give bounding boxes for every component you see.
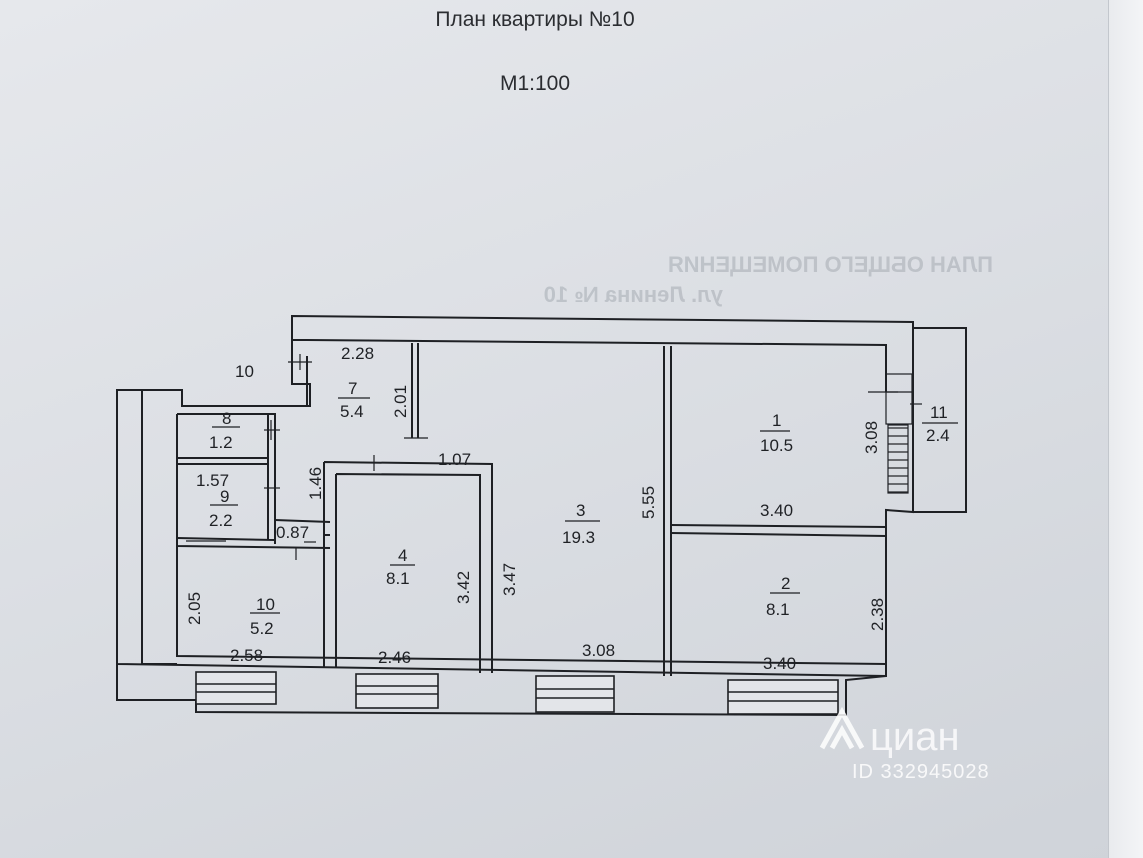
plan-scale: М1:100 bbox=[499, 72, 571, 95]
dim-2-01: 2.01 bbox=[391, 385, 410, 418]
partition-7-right bbox=[411, 343, 419, 438]
dim-1-07: 1.07 bbox=[438, 450, 471, 469]
dim-3-40-top: 3.40 bbox=[760, 501, 793, 520]
room-10-number: 10 bbox=[256, 595, 275, 614]
window-3 bbox=[535, 675, 615, 713]
room-8-number: 8 bbox=[222, 409, 231, 428]
balcony-door-hatch bbox=[887, 424, 909, 494]
partition-3-1 bbox=[663, 346, 672, 676]
outer-wall-outline bbox=[116, 314, 914, 678]
window-4 bbox=[727, 679, 839, 715]
watermark: циан ID 332945028 bbox=[819, 706, 990, 783]
dim-1-57: 1.57 bbox=[196, 471, 229, 490]
dim-0-87: 0.87 bbox=[276, 523, 309, 542]
room-1-number: 1 bbox=[772, 411, 781, 430]
room-11-area: 2.4 bbox=[926, 426, 950, 445]
dimension-ticks bbox=[186, 354, 922, 560]
room-9-area: 2.2 bbox=[209, 511, 233, 530]
room-1-area: 10.5 bbox=[760, 436, 793, 455]
room-2-number: 2 bbox=[781, 574, 790, 593]
room-4-walls bbox=[323, 461, 493, 673]
dim-2-05: 2.05 bbox=[185, 592, 204, 625]
dim-2-38: 2.38 bbox=[868, 598, 887, 631]
room-7-area: 5.4 bbox=[340, 402, 364, 421]
bath-block-walls bbox=[176, 413, 331, 549]
windows bbox=[195, 671, 839, 715]
window-2 bbox=[355, 673, 439, 709]
walls bbox=[116, 314, 967, 717]
dim-1-46: 1.46 bbox=[306, 467, 325, 500]
left-wall bbox=[141, 390, 177, 665]
paper-edge bbox=[1108, 0, 1143, 858]
dim-3-42: 3.42 bbox=[454, 571, 473, 604]
dim-3-08-right: 3.08 bbox=[862, 421, 881, 454]
watermark-id: ID 332945028 bbox=[852, 761, 990, 783]
window-1 bbox=[195, 671, 277, 705]
room-7-number: 7 bbox=[348, 379, 357, 398]
show-through-text: ПЛАН ОБЩЕГО ПОМЕЩЕНИЯ ул. Ленина № 10 bbox=[544, 252, 993, 307]
dim-3-08-bottom: 3.08 bbox=[582, 641, 615, 660]
room-3-number: 3 bbox=[576, 501, 585, 520]
dim-2-28: 2.28 bbox=[341, 344, 374, 363]
show-through-line-2: ул. Ленина № 10 bbox=[544, 282, 723, 307]
room-4-number: 4 bbox=[398, 546, 407, 565]
room-3-area: 19.3 bbox=[562, 528, 595, 547]
dim-3-40-bottom: 3.40 bbox=[763, 654, 796, 673]
room-2-area: 8.1 bbox=[766, 600, 790, 619]
corridor-label: 10 bbox=[235, 362, 254, 381]
partition-0-87 bbox=[274, 519, 331, 536]
room-label-rules bbox=[210, 397, 958, 614]
room-11-number: 11 bbox=[930, 403, 948, 422]
plan-title: План квартиры №10 bbox=[435, 8, 635, 31]
show-through-line-1: ПЛАН ОБЩЕГО ПОМЕЩЕНИЯ bbox=[668, 252, 993, 277]
dim-3-47: 3.47 bbox=[500, 563, 519, 596]
dim-2-46: 2.46 bbox=[378, 648, 411, 667]
cian-logo-icon bbox=[819, 706, 865, 750]
corridor-walls bbox=[291, 339, 308, 406]
dim-5-55: 5.55 bbox=[639, 486, 658, 519]
balcony-step bbox=[885, 373, 913, 425]
dim-2-58: 2.58 bbox=[230, 646, 263, 665]
room-9-number: 9 bbox=[220, 487, 229, 506]
room-10-area: 5.2 bbox=[250, 619, 274, 638]
balcony-11 bbox=[913, 327, 967, 513]
bottom-wall-band bbox=[116, 664, 887, 717]
watermark-brand: циан bbox=[870, 715, 960, 759]
room-8-area: 1.2 bbox=[209, 433, 233, 452]
partition-1-2 bbox=[670, 524, 887, 537]
room-4-area: 8.1 bbox=[386, 569, 410, 588]
